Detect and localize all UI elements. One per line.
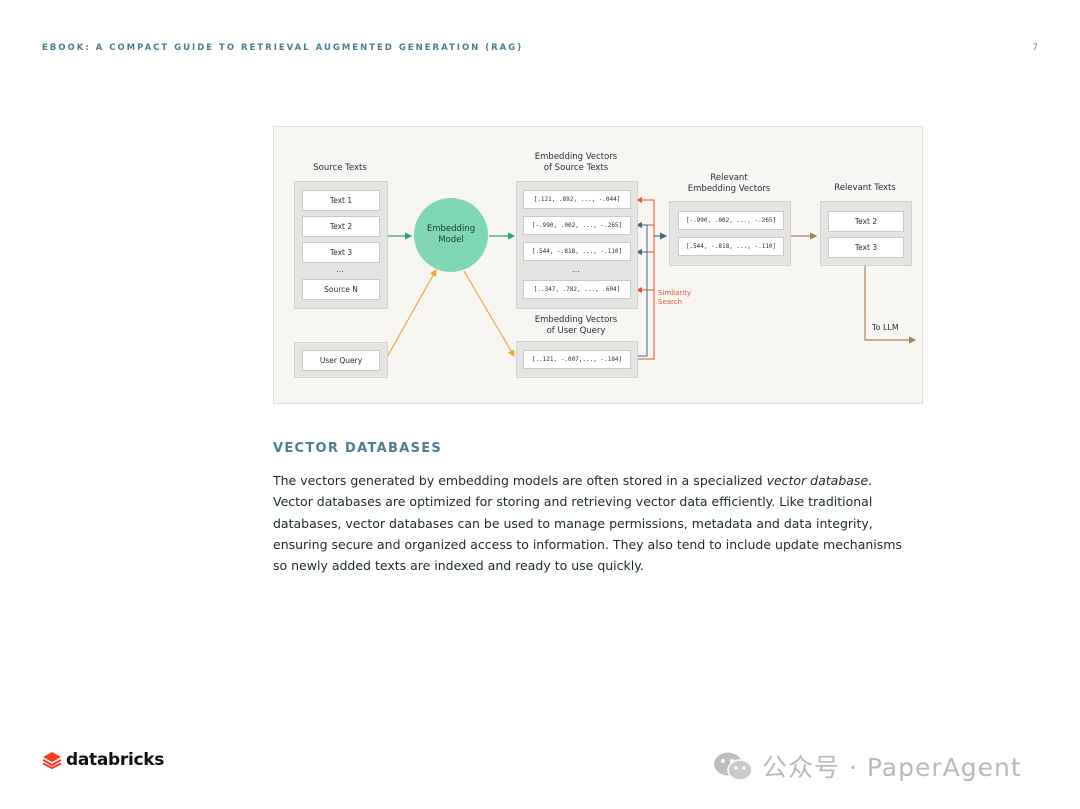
relevant-text-item: Text 2 xyxy=(828,211,904,232)
relevant-vector-item: [-.990, .002, ..., -.265] xyxy=(678,211,784,230)
to-llm-label: To LLM xyxy=(872,323,899,332)
source-text-item: Text 2 xyxy=(302,216,380,237)
watermark-text: 公众号 · PaperAgent xyxy=(762,753,1022,782)
body-paragraph: The vectors generated by embedding model… xyxy=(273,473,902,574)
source-texts-title: Source Texts xyxy=(313,163,367,173)
arrow-query-to-model xyxy=(385,268,437,360)
running-header: EBOOK: A COMPACT GUIDE TO RETRIEVAL AUGM… xyxy=(42,43,524,53)
relevant-vectors-title: Relevant Embedding Vectors xyxy=(687,173,771,194)
similarity-search-line-red xyxy=(636,197,655,360)
relevant-texts-panel: Text 2 Text 3 xyxy=(820,201,912,266)
similarity-search-line-teal xyxy=(636,222,648,357)
relevant-text-item: Text 3 xyxy=(828,237,904,258)
embedding-model-label-line1: Embedding xyxy=(426,224,476,234)
watermark: 公众号 · PaperAgent xyxy=(712,748,1022,784)
rag-diagram: Source Texts Text 1 Text 2 Text 3 ... So… xyxy=(273,126,923,404)
query-vector-panel: [..121, -.007,..., -.184] xyxy=(516,341,638,378)
source-text-item: Text 3 xyxy=(302,242,380,263)
query-vectors-title: Embedding Vectors of User Query xyxy=(534,315,618,336)
brand-name: databricks xyxy=(66,750,165,770)
source-text-ellipsis: ... xyxy=(336,265,344,274)
page-number: 7 xyxy=(1032,43,1038,53)
source-vector-item: [.544, -.818, ..., -.110] xyxy=(523,242,631,261)
section-heading: VECTOR DATABASES xyxy=(273,441,443,456)
user-query-panel: User Query xyxy=(294,342,388,378)
source-vectors-panel: [.121, .892, ..., -.044] [-.990, .002, .… xyxy=(516,181,638,309)
source-vector-item: [..347, .782, ..., .604] xyxy=(523,280,631,299)
source-vectors-title: Embedding Vectors of Source Texts xyxy=(534,152,618,173)
embedding-model-node: Embedding Model xyxy=(414,198,488,272)
query-vector-item: [..121, -.007,..., -.184] xyxy=(523,350,631,369)
similarity-search-label: Similarity Search xyxy=(658,289,692,306)
wechat-icon xyxy=(714,752,753,781)
emphasis-vector-database: vector database xyxy=(766,473,869,488)
databricks-brand: databricks xyxy=(42,750,164,770)
source-vector-item: [.121, .892, ..., -.044] xyxy=(523,190,631,209)
diagram-connectors xyxy=(385,197,917,360)
relevant-vector-item: [.544, -.818, ..., -.110] xyxy=(678,237,784,256)
source-vector-ellipsis: ... xyxy=(572,265,580,274)
source-text-item: Source N xyxy=(302,279,380,300)
source-texts-panel: Text 1 Text 2 Text 3 ... Source N xyxy=(294,181,388,309)
source-text-item: Text 1 xyxy=(302,190,380,211)
embedding-model-label-line2: Model xyxy=(438,235,464,245)
databricks-logo-icon xyxy=(42,752,62,769)
relevant-vectors-panel: [-.990, .002, ..., -.265] [.544, -.818, … xyxy=(669,201,791,266)
arrow-to-llm xyxy=(864,264,917,344)
arrow-model-to-query-vector xyxy=(463,270,515,358)
relevant-texts-title: Relevant Texts xyxy=(834,183,896,193)
user-query-box: User Query xyxy=(302,350,380,371)
source-vector-item: [-.990, .002, ..., -.265] xyxy=(523,216,631,235)
